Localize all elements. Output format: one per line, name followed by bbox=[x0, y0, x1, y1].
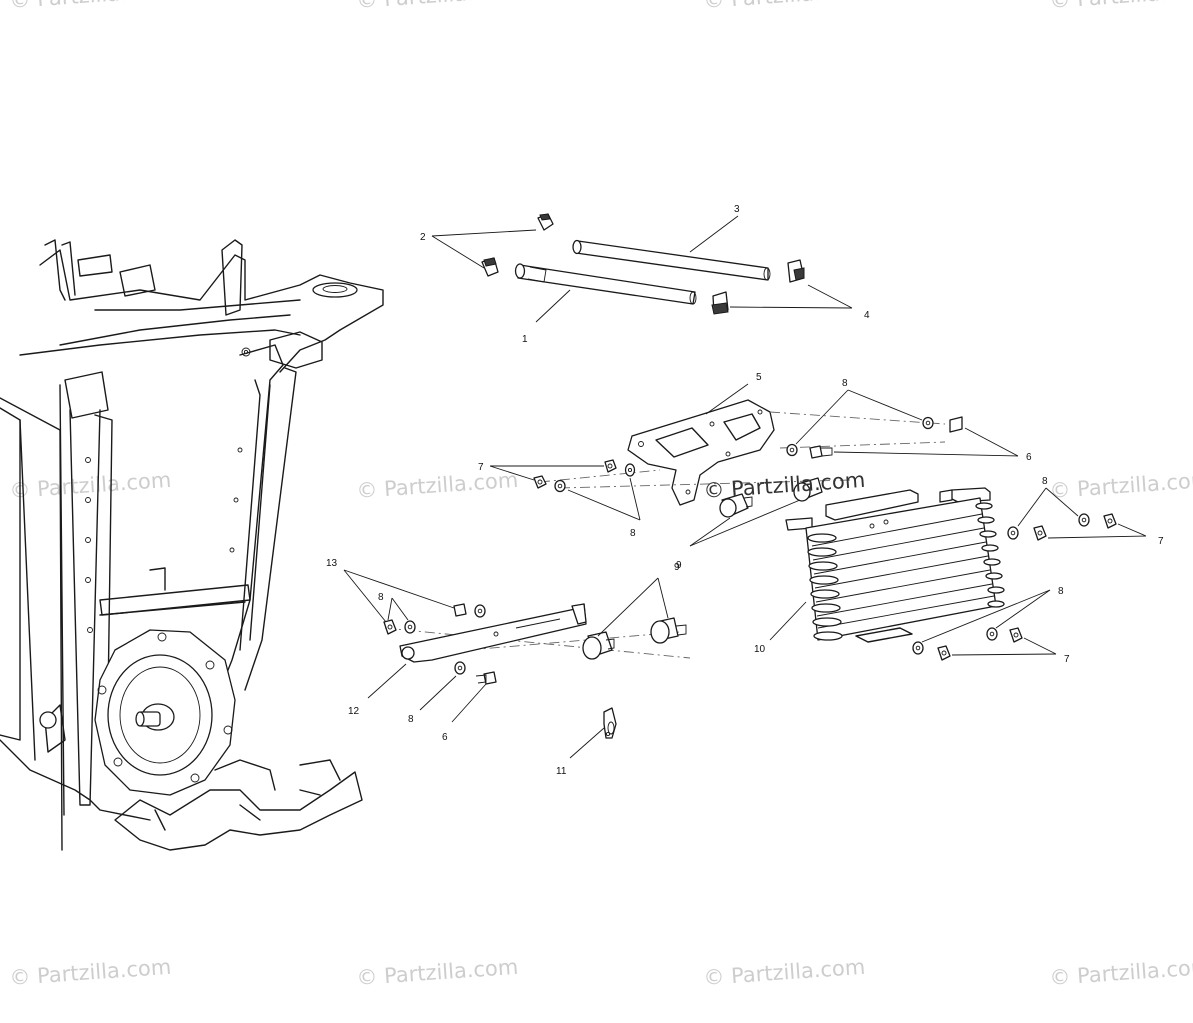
watermark-text: © Partzilla.com bbox=[356, 0, 519, 13]
part-11-clip: 11 bbox=[556, 707, 617, 777]
watermark-text: © Partzilla.com bbox=[703, 0, 866, 13]
callout-7: 7 bbox=[1158, 536, 1164, 547]
part-12-lower-bracket: 12 bbox=[348, 603, 691, 717]
callout-6: 6 bbox=[1026, 452, 1032, 463]
vehicle-frame-assembly bbox=[0, 239, 384, 851]
callout-12: 12 bbox=[348, 706, 360, 717]
callout-6: 6 bbox=[442, 732, 448, 743]
callout-8: 8 bbox=[842, 378, 848, 389]
watermark-text: © Partzilla.com bbox=[703, 955, 866, 990]
callout-7: 7 bbox=[478, 462, 484, 473]
callout-2: 2 bbox=[420, 232, 426, 243]
watermark-text: © Partzilla.com bbox=[1049, 955, 1193, 990]
callout-8: 8 bbox=[378, 592, 384, 603]
watermark-layer: © Partzilla.com © Partzilla.com © Partzi… bbox=[9, 0, 1193, 990]
part-10-oil-cooler: 10 bbox=[754, 487, 1005, 655]
part-2-hose-clamps: 2 bbox=[420, 213, 554, 277]
callout-11: 11 bbox=[556, 766, 567, 777]
callout-9: 9 bbox=[676, 560, 682, 571]
watermark-text: © Partzilla.com bbox=[1049, 468, 1193, 503]
callout-1: 1 bbox=[522, 334, 528, 345]
part-3-oil-tube-upper: 3 bbox=[572, 204, 771, 281]
watermark-text: © Partzilla.com bbox=[1049, 0, 1193, 13]
bracket-nut-washer-group: 7 8 bbox=[478, 459, 851, 539]
callout-8: 8 bbox=[1058, 586, 1064, 597]
frame-holes bbox=[85, 447, 243, 633]
lower-washer-bolt-group: 8 6 bbox=[408, 661, 497, 743]
callout-8: 8 bbox=[1042, 476, 1048, 487]
watermark-text: © Partzilla.com bbox=[9, 468, 172, 503]
callout-5: 5 bbox=[756, 372, 762, 383]
part-9-rubber-mounts-upper: 9 bbox=[676, 477, 823, 571]
part-4-clamps: 4 bbox=[711, 259, 870, 321]
upper-hardware-group: 8 6 bbox=[769, 378, 1032, 463]
callout-4: 4 bbox=[864, 310, 870, 321]
callout-10: 10 bbox=[754, 644, 766, 655]
watermark-text: © Partzilla.com bbox=[9, 955, 172, 990]
callout-9: 9 bbox=[674, 562, 680, 573]
drive-housing bbox=[94, 629, 236, 796]
watermark-text: © Partzilla.com bbox=[356, 955, 519, 990]
part-5-mounting-bracket: 5 bbox=[627, 372, 775, 506]
callout-7: 7 bbox=[1064, 654, 1070, 665]
part-13-hardware-group: 13 8 bbox=[326, 558, 486, 635]
callout-8: 8 bbox=[408, 714, 414, 725]
callout-13: 13 bbox=[326, 558, 338, 569]
watermark-text: © Partzilla.com bbox=[356, 468, 519, 503]
cooler-lower-hardware-group: 8 7 bbox=[912, 586, 1070, 665]
watermark-text: © Partzilla.com bbox=[9, 0, 172, 13]
part-9-rubber-mounts-lower: 9 bbox=[582, 562, 687, 660]
callout-8: 8 bbox=[630, 528, 636, 539]
part-1-oil-tube-lower: 1 bbox=[514, 263, 697, 345]
watermark-text: © Partzilla.com bbox=[703, 468, 866, 503]
callout-3: 3 bbox=[734, 204, 740, 215]
cooler-upper-hardware-group: 8 7 bbox=[1007, 476, 1164, 547]
